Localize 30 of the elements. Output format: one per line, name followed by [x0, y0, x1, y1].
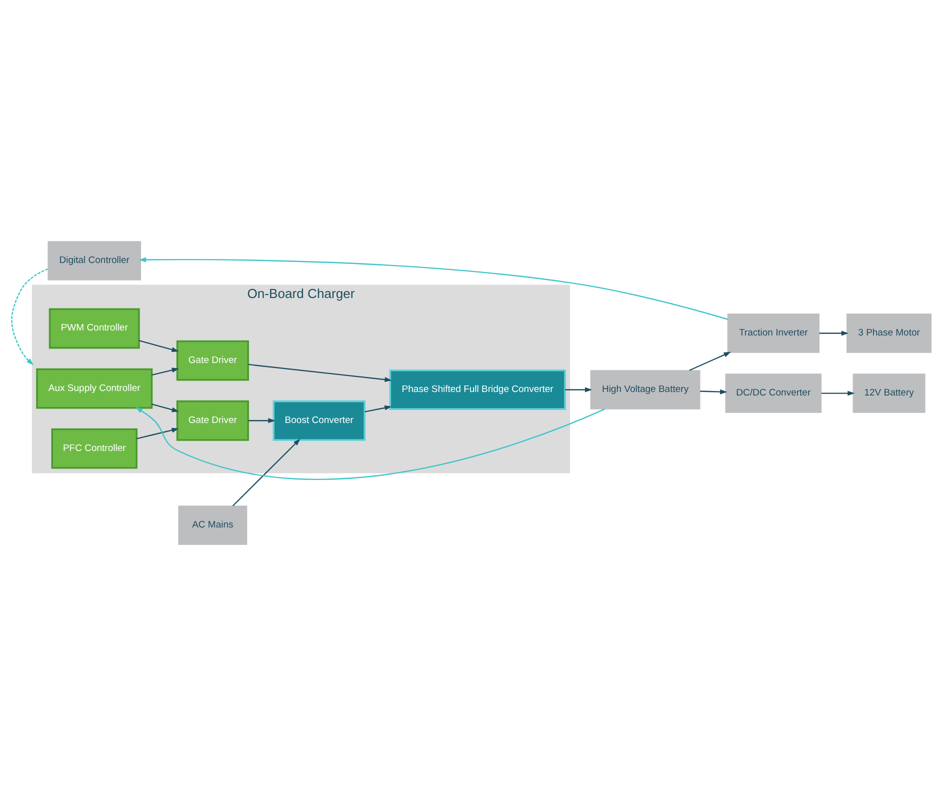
node-box: PWM Controller	[48, 308, 140, 349]
node-box: High Voltage Battery	[590, 370, 700, 410]
arrow	[11, 268, 48, 366]
arrow	[565, 387, 592, 392]
node-box: DC/DC Converter	[725, 374, 822, 413]
node-box: 12V Battery	[852, 374, 926, 413]
node-box: Traction Inverter	[727, 314, 820, 353]
node-box: Aux Supply Controller	[36, 368, 153, 409]
arrow	[232, 438, 300, 506]
arrow	[152, 404, 179, 412]
arrow	[819, 330, 848, 336]
node-box: Gate Driver	[176, 340, 249, 381]
arrow	[248, 364, 392, 382]
arrow	[138, 340, 179, 352]
arrow	[821, 390, 855, 396]
arrow	[248, 418, 276, 424]
arrow	[689, 352, 731, 371]
node-box: 3 Phase Motor	[846, 314, 932, 353]
arrow	[138, 257, 728, 320]
node-box: Gate Driver	[176, 400, 249, 441]
arrow	[700, 389, 728, 394]
arrow	[152, 368, 180, 376]
node-box: PFC Controller	[51, 428, 138, 469]
node-box: Digital Controller	[48, 241, 142, 280]
node-box: AC Mains	[178, 506, 248, 545]
arrow	[136, 428, 179, 440]
node-box: Boost Converter	[272, 400, 366, 441]
arrow	[135, 406, 605, 480]
node-box: Phase Shifted Full Bridge Converter	[389, 370, 566, 410]
arrow	[364, 405, 392, 412]
